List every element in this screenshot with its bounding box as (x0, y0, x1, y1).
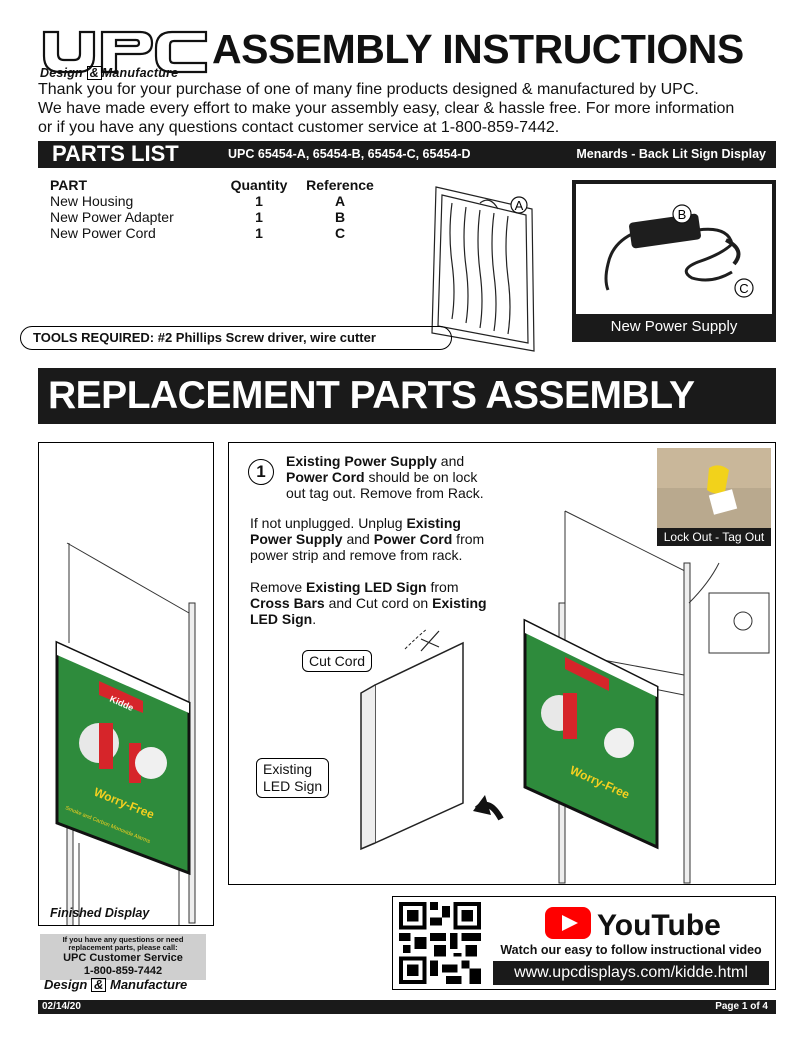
lock-out-caption: Lock Out - Tag Out (657, 528, 771, 546)
model-numbers: UPC 65454-A, 65454-B, 65454-C, 65454-D (228, 147, 471, 161)
footer-date: 02/14/20 (42, 1001, 81, 1012)
finished-display-caption: Finished Display (50, 906, 150, 920)
product-name: Menards - Back Lit Sign Display (576, 147, 766, 161)
youtube-box: YouTube Watch our easy to follow instruc… (392, 896, 776, 990)
footer-bar: 02/14/20 Page 1 of 4 (38, 1000, 776, 1014)
upc-logo: UPC (42, 30, 208, 74)
page-number: Page 1 of 4 (715, 1001, 768, 1012)
col-part: PART (50, 177, 88, 193)
customer-service-box: If you have any questions or need replac… (40, 934, 206, 980)
label-b: B (678, 207, 687, 222)
power-supply-caption: New Power Supply (610, 318, 738, 335)
logo-tagline: Design &Manufacture (40, 66, 179, 80)
power-supply-figure: B C New Power Supply (572, 180, 776, 342)
finished-display-drawing: Kidde Worry-Free Smoke and Carbon Monoxi… (55, 542, 196, 925)
power-supply-photo: B C (576, 184, 772, 314)
table-row: New Power Adapter 1 B (50, 209, 346, 225)
col-reference: Reference (306, 177, 374, 193)
table-row: New Power Cord 1 C (50, 225, 346, 241)
page-title: ASSEMBLY INSTRUCTIONS (212, 26, 744, 72)
parts-list-bar: PARTS LIST UPC 65454-A, 65454-B, 65454-C… (38, 141, 776, 168)
section-banner: REPLACEMENT PARTS ASSEMBLY (38, 368, 776, 424)
label-c: C (739, 281, 748, 296)
step-1-unplug-text: If not unplugged. Unplug Existing Power … (250, 515, 485, 563)
label-a: A (515, 198, 524, 213)
tools-required: TOOLS REQUIRED: #2 Phillips Screw driver… (20, 326, 452, 350)
housing-drawing: A (431, 186, 535, 352)
youtube-text: Watch our easy to follow instructional v… (500, 943, 762, 957)
existing-led-callout: Existing LED Sign (256, 758, 330, 798)
parts-list-title: PARTS LIST (52, 141, 179, 166)
design-manufacture-tagline: Design & Manufacture (44, 977, 188, 992)
parts-table: PART Quantity Reference New Housing 1 A … (50, 177, 380, 241)
step-number: 1 (248, 459, 274, 485)
col-quantity: Quantity (230, 177, 288, 193)
intro-text: Thank you for your purchase of one of ma… (38, 81, 735, 136)
table-row: New Housing 1 A (50, 193, 346, 209)
table-header-row: PART Quantity Reference (50, 177, 380, 193)
step-drawing: Worry-Free (360, 510, 770, 884)
step-1-remove-text: Remove Existing LED Sign from Cross Bars… (250, 579, 487, 627)
video-url-link[interactable]: www.upcdisplays.com/kidde.html (493, 961, 769, 985)
qr-code[interactable] (399, 902, 481, 984)
step-1-text: Existing Power Supply and Power Cord sho… (286, 453, 484, 501)
youtube-logo-text: YouTube (597, 909, 721, 942)
logo-text: UPC (125, 55, 127, 57)
youtube-logo[interactable]: YouTube (543, 903, 763, 943)
cut-cord-callout: Cut Cord (302, 650, 373, 672)
finished-display-panel: Kidde Worry-Free Smoke and Carbon Monoxi… (38, 442, 214, 926)
